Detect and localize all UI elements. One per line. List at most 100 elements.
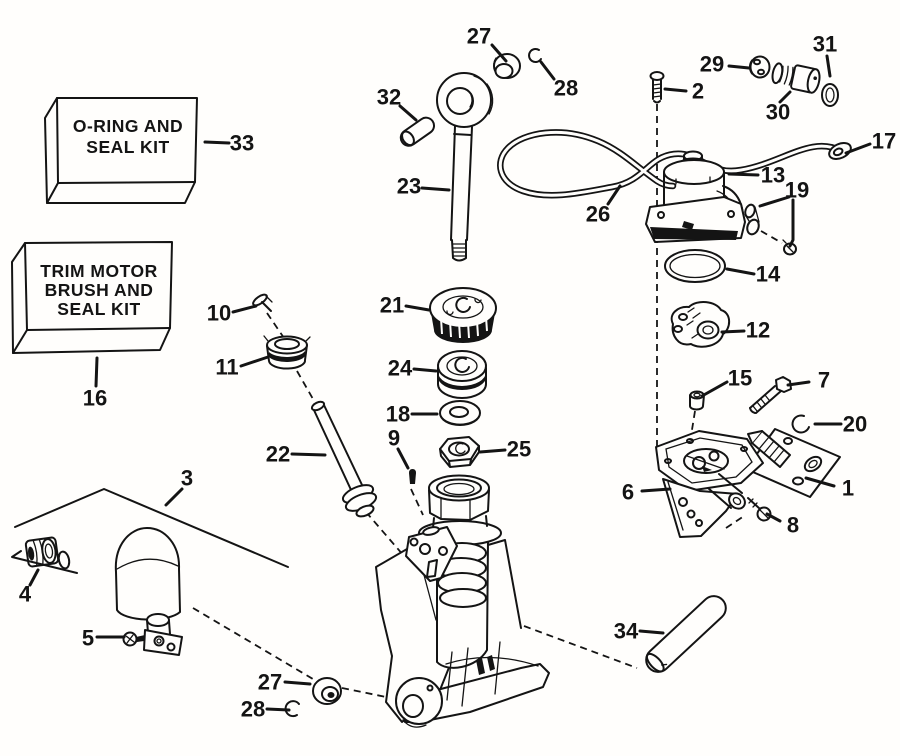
callout-label-34: 34 [614,619,639,644]
callout-label-14: 14 [756,262,781,287]
callout-label-7: 7 [818,368,830,393]
callout-leader-9 [396,447,410,470]
callout-leader-24 [412,367,438,373]
bracket-screw-5 [122,631,145,647]
manual-release-key-19 [744,203,760,236]
callout-label-2: 2 [692,79,704,104]
brush-oring-31 [821,83,839,107]
trim-rod-assembly [399,48,542,262]
snap-ring-28-top [528,48,542,63]
callout-label-11: 11 [215,355,238,380]
callout-label-27: 27 [258,670,282,695]
left-seal-stack [252,293,378,518]
callout-leader-13 [727,172,760,177]
callout-label-18: 18 [386,402,410,427]
callout-label-16: 16 [83,386,107,411]
callout-leader-30 [778,90,792,104]
callout-leader-1 [804,476,836,488]
bottom-parts [284,595,727,718]
callout-leader-27 [490,43,508,63]
rod-seal-11 [263,335,311,370]
callout-leader-14 [725,267,756,276]
cylinder-housing [375,474,550,728]
kit-box-33-line1: O-RING AND [73,116,183,136]
callout-leader-12 [720,329,746,334]
clevis-pin-32 [399,116,436,147]
callout-label-1: 1 [842,476,854,501]
callout-label-23: 23 [397,174,421,199]
callout-label-20: 20 [843,412,867,437]
guide-10-11 [266,312,285,339]
callout-label-9: 9 [388,426,400,451]
guide-11-22 [296,370,314,400]
fitting-15 [689,390,705,411]
callout-label-15: 15 [728,366,752,391]
housing-left-plate [405,526,458,582]
callout-label-5: 5 [82,626,94,651]
ring-terminal-17 [828,142,852,160]
guide-15-pump [690,410,696,437]
housing-right-slab [487,539,522,629]
pivot-bushing-27-bottom [312,677,342,705]
pump-body-6 [655,430,764,538]
guide-bracket-27 [192,607,319,683]
manifold-outline-3 [14,488,289,568]
pump-port [707,473,746,510]
guide-22-housing [365,511,405,557]
bushing-4 [24,536,60,568]
guide-housing-34 [523,625,638,669]
piston-24 [437,350,487,399]
bleed-screw-10 [252,293,273,312]
valve-core [747,430,791,468]
kit-box-16-edges [12,242,171,354]
callout-label-10: 10 [207,301,231,326]
pump-group [655,376,841,538]
callout-leader-17 [844,142,872,155]
oring-20 [791,414,810,434]
snap-ring-28-bottom [284,700,300,718]
guide-pump-8 [725,515,745,529]
guide-19-screw [760,230,783,244]
motor-screw-2 [649,71,665,104]
callout-label-13: 13 [761,163,785,188]
reservoir-group [11,488,289,656]
callout-leader-21 [404,304,431,312]
callout-leader-31 [825,54,832,78]
callout-leader-19 [758,195,791,208]
housing-eye-bore [402,694,424,718]
cylinder-stack [409,287,497,484]
gland-hex-nut [428,474,490,529]
callout-leader-3 [164,487,184,507]
bushing-4-bracket-line [11,550,78,574]
brush-plate-29 [748,55,771,79]
dashed-guides [192,104,783,700]
callout-leader-16 [94,356,99,388]
callout-label-29: 29 [700,52,724,77]
spring-collar [439,588,487,608]
callout-leader-33 [203,140,231,145]
callout-leader-29 [727,64,751,70]
guide-9-housing [410,488,424,516]
pivot-pin-34 [645,595,727,673]
kit-box-16-line1: TRIM MOTOR [40,261,157,281]
callout-leader-10 [231,304,258,314]
callout-leader-34 [638,629,665,635]
callout-label-19: 19 [785,178,809,203]
callout-leader-32 [398,104,418,122]
callout-label-21: 21 [380,293,404,318]
callout-label-25: 25 [507,437,531,462]
piston-rod-22 [310,400,378,518]
callout-leader-7 [786,380,811,387]
pump-filter-12 [670,301,731,348]
tilt-rod-23 [436,72,494,262]
kit-box-16-line2: BRUSH AND [45,280,154,300]
pump-screw-7 [749,376,792,414]
callout-leader-25 [478,448,507,454]
trim-rod-nut-25 [439,436,480,468]
kit-box-33-edges [46,97,196,204]
rod-bushing-27-top [493,53,521,79]
reservoir-tank-3 [114,527,183,656]
check-valve-pin-9 [409,469,416,484]
motor-oring-14 [664,249,726,283]
kit-box-trim-motor: TRIM MOTOR BRUSH AND SEAL KIT [11,241,173,354]
